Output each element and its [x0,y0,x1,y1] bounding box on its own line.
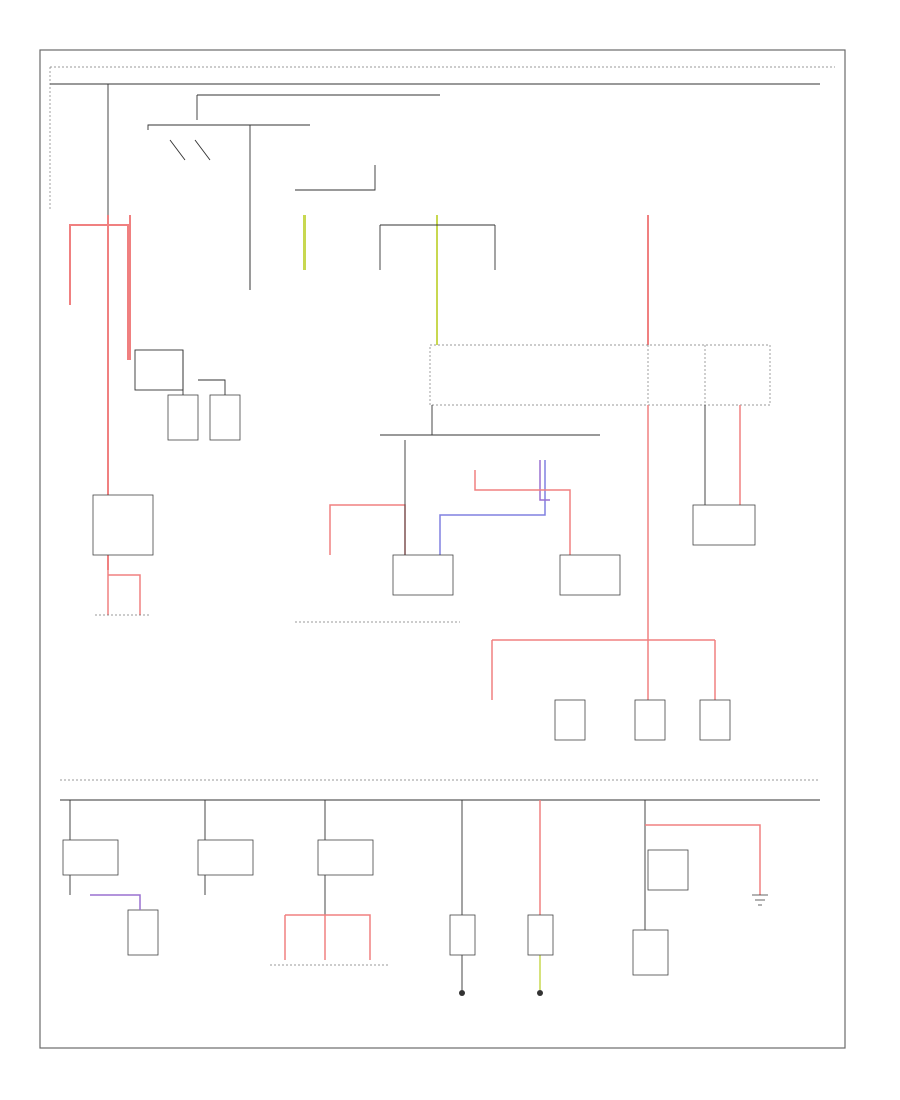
abs-wire-right [108,574,141,615]
lower-fuse-5 [527,914,554,956]
red-loop-left [329,504,406,555]
lower-module-3 [699,699,731,741]
lower-relay-1 [62,839,119,876]
lower-fuse-4 [449,914,476,956]
lower-component-1 [127,909,159,956]
fusible-link-left [69,224,108,305]
right-top-module [692,504,756,546]
red-right-branch [645,824,761,895]
ignition-fuse-yellow [303,215,306,270]
generator-symbol [209,394,241,441]
lower-relay-3 [317,839,374,876]
lower-relay-6 [647,849,689,891]
diagram-frame [39,49,846,1049]
lower-terminal-4 [459,990,465,996]
ignition-switch-contact-1 [169,139,186,161]
starter-symbol [167,394,199,441]
generator-wire [198,379,226,395]
ground-symbol-right [752,894,768,906]
violet-lower [90,894,141,910]
lower-terminal-5 [537,990,543,996]
red-loop-right [474,470,571,555]
center-module-left [392,554,454,596]
lower-module-1 [554,699,586,741]
violet-feed [539,460,550,501]
left-fuse-module [92,494,154,556]
blue-feed [439,460,546,555]
lower-module-2 [634,699,666,741]
central-fuse-box [429,344,771,406]
lower-relay-2 [197,839,254,876]
battery-symbol [134,349,184,391]
lower-component-6 [632,929,669,976]
red-lower-bus [285,914,371,960]
fusible-link-right [108,224,129,360]
ignition-switch-contact-2 [194,139,211,161]
ignition-switch-frame [147,124,310,130]
center-module-right [559,554,621,596]
ignition-relay-wire [295,165,376,191]
